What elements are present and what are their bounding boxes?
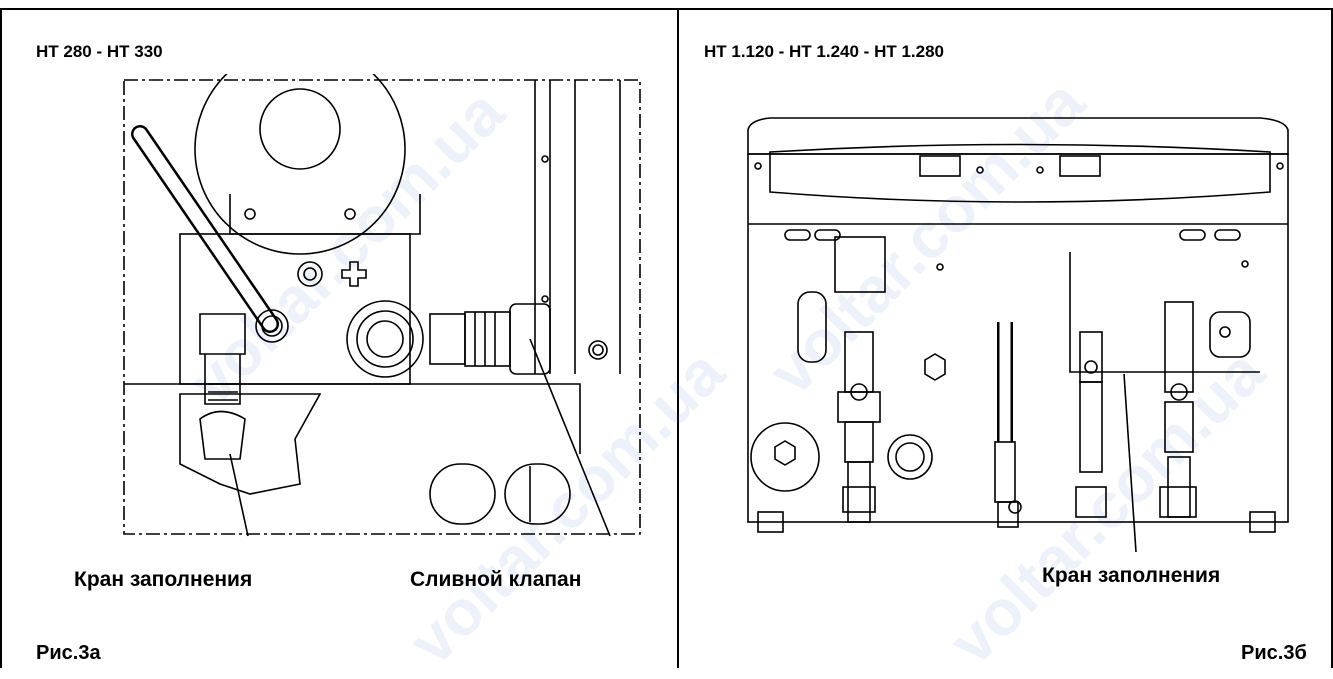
boiler-diagram-left (123, 74, 641, 537)
left-heading: HT 280 - HT 330 (36, 42, 163, 61)
boiler-diagram-right (747, 117, 1289, 552)
center-divider (677, 8, 679, 668)
left-figure-caption: Рис.3а (36, 642, 101, 664)
right-figure-caption: Рис.3б (1241, 642, 1307, 664)
left-label-drain: Сливной клапан (410, 568, 582, 591)
left-label-fill: Кран заполнения (74, 568, 253, 591)
top-border (0, 8, 1333, 10)
left-border (0, 8, 2, 668)
right-label-fill: Кран заполнения (1042, 564, 1221, 587)
right-border (1331, 8, 1333, 668)
right-heading: HT 1.120 - HT 1.240 - HT 1.280 (704, 42, 944, 61)
